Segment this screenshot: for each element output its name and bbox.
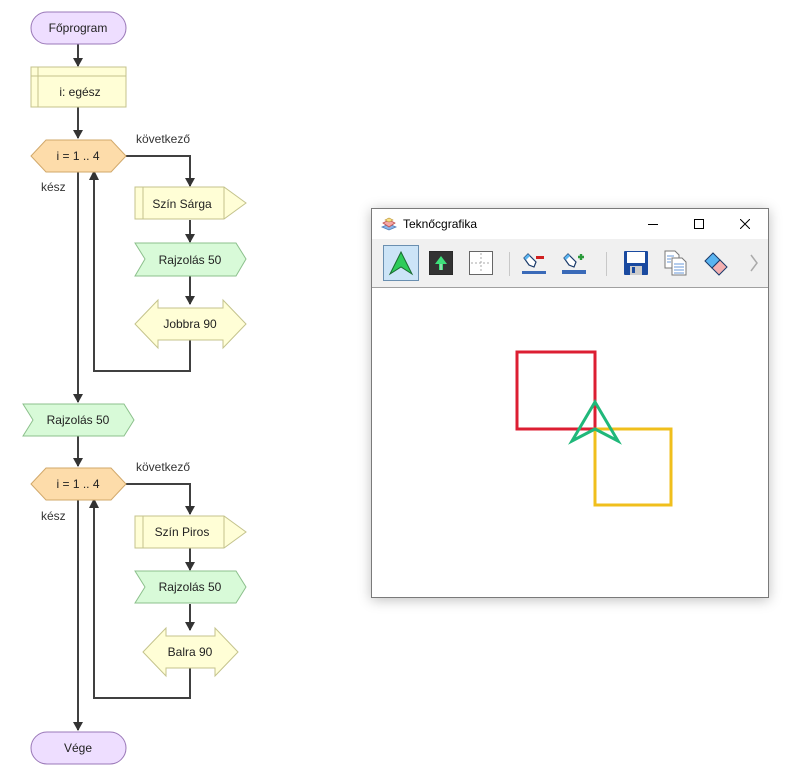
loop2-header-label: i = 1 .. 4	[56, 477, 99, 491]
turtle-drawing	[515, 350, 673, 507]
turtle-cursor	[568, 399, 622, 445]
turtle-dark-button[interactable]	[423, 245, 459, 281]
grid-icon	[469, 251, 493, 275]
loop1-header-label: i = 1 .. 4	[56, 149, 99, 163]
title-bar[interactable]: Teknőcgrafika	[372, 209, 768, 239]
draw-node-middle[interactable]: Rajzolás 50	[22, 403, 135, 437]
pen-width-increase-icon	[562, 253, 586, 274]
toolbar-separator	[606, 252, 607, 276]
pen-width-decrease-icon	[522, 253, 546, 274]
minimize-button[interactable]	[630, 209, 676, 239]
draw-middle-label: Rajzolás 50	[47, 413, 110, 427]
draw-node[interactable]: Rajzolás 50	[134, 242, 247, 277]
turtle-arrow-icon	[388, 250, 414, 276]
window-title: Teknőcgrafika	[403, 217, 478, 231]
eraser-icon	[704, 252, 728, 276]
start-node[interactable]: Főprogram	[30, 11, 127, 45]
close-icon	[740, 219, 750, 229]
draw-node[interactable]: Rajzolás 50	[134, 570, 247, 604]
red-square	[515, 350, 597, 431]
copy-icon	[664, 250, 687, 276]
toolbar	[372, 239, 768, 288]
maximize-icon	[694, 219, 704, 229]
start-label: Főprogram	[49, 21, 108, 35]
toolbar-overflow-button[interactable]	[744, 245, 764, 281]
pen-width-increase-button[interactable]	[556, 245, 592, 281]
loop-back-connector	[93, 172, 191, 372]
color-yellow-node[interactable]: Szín Sárga	[134, 186, 247, 220]
end-node[interactable]: Vége	[30, 731, 127, 765]
connector	[126, 155, 191, 186]
turn-left-node[interactable]: Balra 90	[142, 626, 239, 678]
save-button[interactable]	[618, 245, 654, 281]
loop1-header-node[interactable]: i = 1 .. 4	[30, 139, 127, 173]
turtle-graphics-window: Teknőcgrafika	[371, 208, 769, 598]
color-red-label: Szín Piros	[155, 525, 210, 539]
loop1-done-label: kész	[41, 180, 66, 194]
eraser-button[interactable]	[698, 245, 734, 281]
app-icon	[380, 216, 398, 232]
chevron-right-icon	[750, 254, 758, 272]
draw-label: Rajzolás 50	[159, 580, 222, 594]
turn-left-label: Balra 90	[168, 645, 213, 659]
end-label: Vége	[64, 741, 92, 755]
maximize-button[interactable]	[676, 209, 722, 239]
toolbar-separator	[509, 252, 510, 276]
turn-right-label: Jobbra 90	[163, 317, 217, 331]
loop1-next-label: következő	[136, 132, 190, 146]
drawing-canvas[interactable]	[372, 288, 768, 597]
color-red-node[interactable]: Szín Piros	[134, 515, 247, 549]
declaration-node[interactable]: i: egész	[30, 66, 127, 108]
color-yellow-label: Szín Sárga	[152, 197, 212, 211]
minimize-icon	[648, 224, 658, 225]
loop2-done-label: kész	[41, 509, 66, 523]
flowchart: Főprogram i: egész i = 1 .. 4 következő …	[22, 11, 247, 765]
loop2-header-node[interactable]: i = 1 .. 4	[30, 467, 127, 501]
declaration-label: i: egész	[59, 85, 100, 99]
draw-label: Rajzolás 50	[159, 253, 222, 267]
loop2-next-label: következő	[136, 460, 190, 474]
turn-right-node[interactable]: Jobbra 90	[134, 298, 247, 350]
save-icon	[624, 251, 648, 275]
turtle-dark-icon	[429, 251, 453, 275]
yellow-square	[593, 427, 673, 507]
copy-button[interactable]	[658, 245, 694, 281]
pen-width-decrease-button[interactable]	[516, 245, 552, 281]
turtle-arrow-button[interactable]	[383, 245, 419, 281]
grid-button[interactable]	[463, 245, 499, 281]
close-button[interactable]	[722, 209, 768, 239]
